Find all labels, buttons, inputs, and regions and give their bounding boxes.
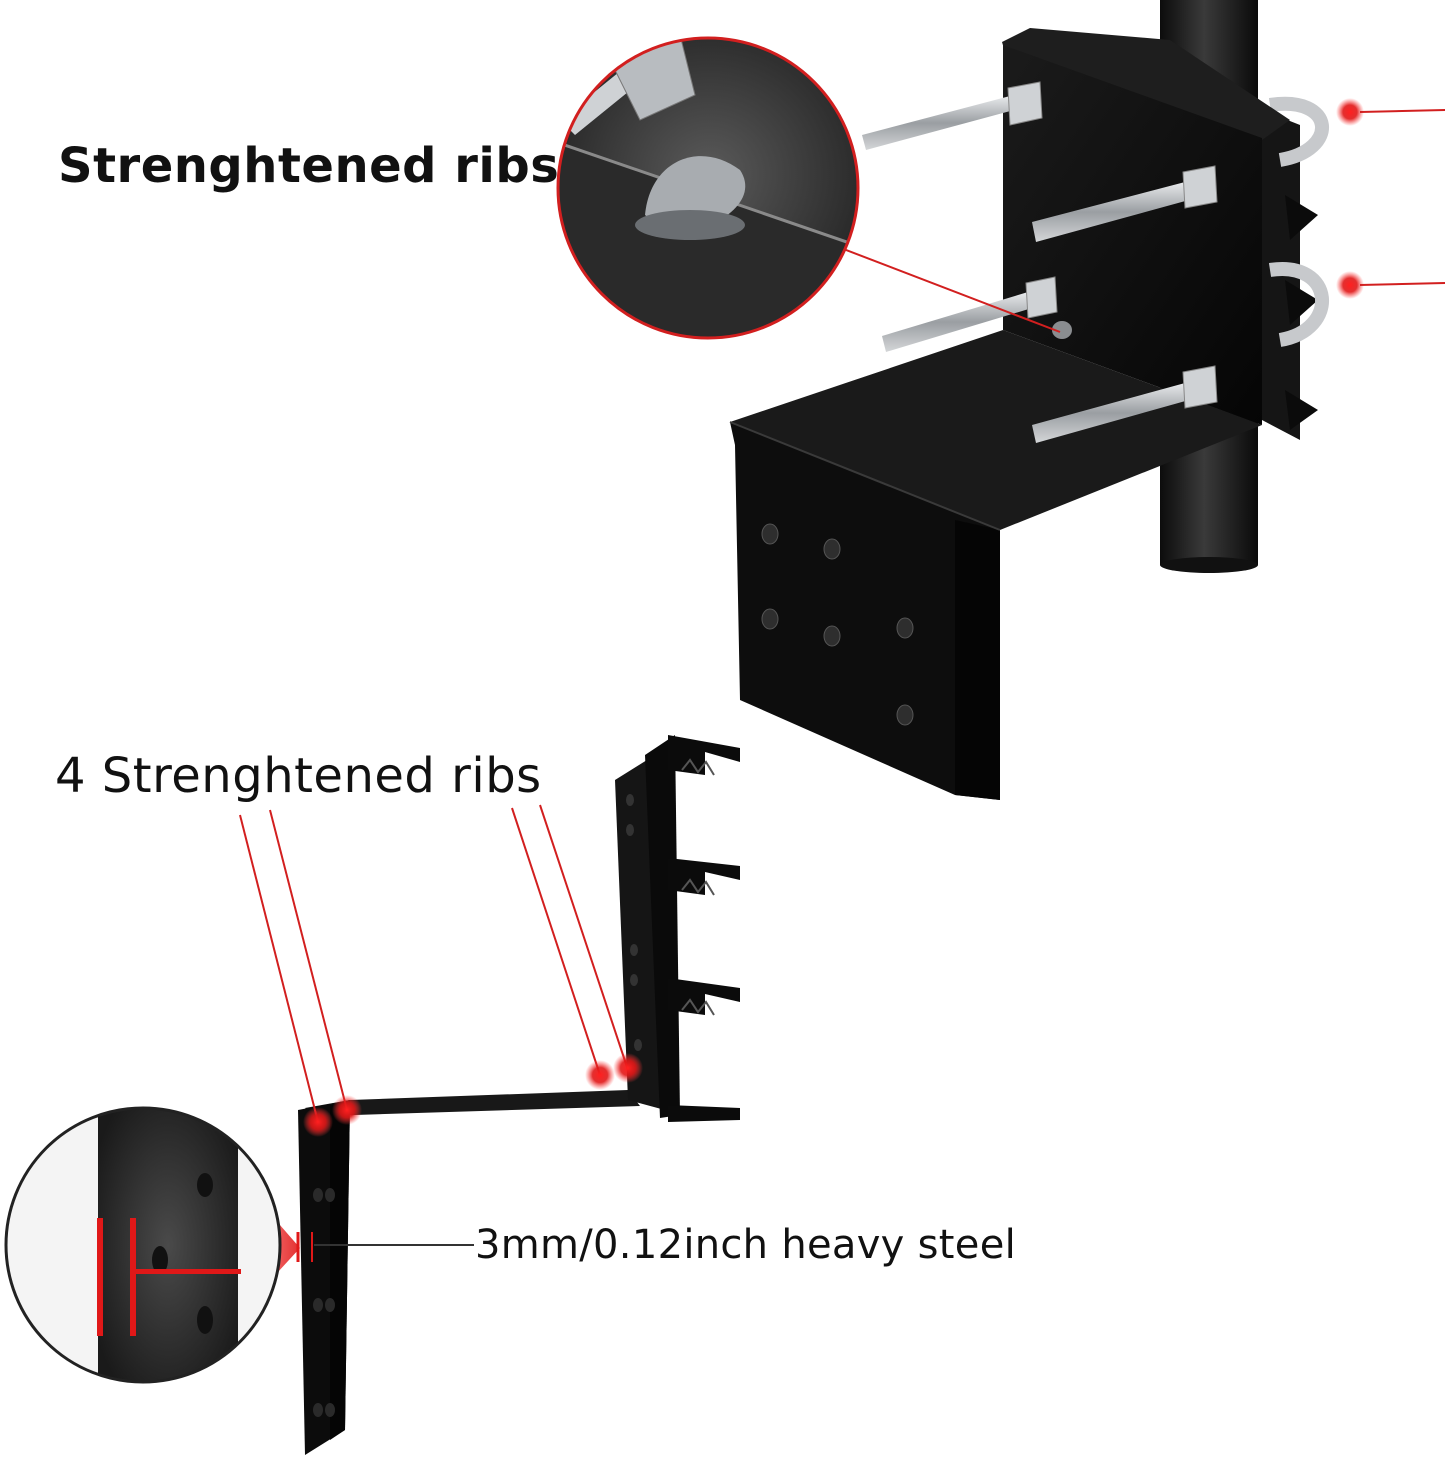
thickness-zoom-circle (4, 1106, 300, 1384)
front-mount-plate (730, 422, 1000, 800)
steel-thickness-label: 3mm/0.12inch heavy steel (475, 1222, 1017, 1268)
rib-dot (613, 1053, 643, 1083)
callout-dot (1336, 271, 1364, 299)
weld-callout-label: Strenghtened ribs (58, 138, 560, 194)
thickness-marker (296, 1232, 474, 1262)
callout-dot (1336, 98, 1364, 126)
rib-dot (585, 1060, 615, 1090)
ribs-callout-label: 4 Strenghtened ribs (55, 748, 542, 804)
weld-zoom-circle (556, 36, 1061, 340)
rib-dot (332, 1095, 362, 1125)
mounting-holes (761, 523, 914, 726)
top-bracket-assembly (729, 0, 1445, 800)
rib-dot (303, 1107, 333, 1137)
rib-callout-lines (239, 804, 629, 1123)
bottom-bracket (239, 735, 740, 1455)
